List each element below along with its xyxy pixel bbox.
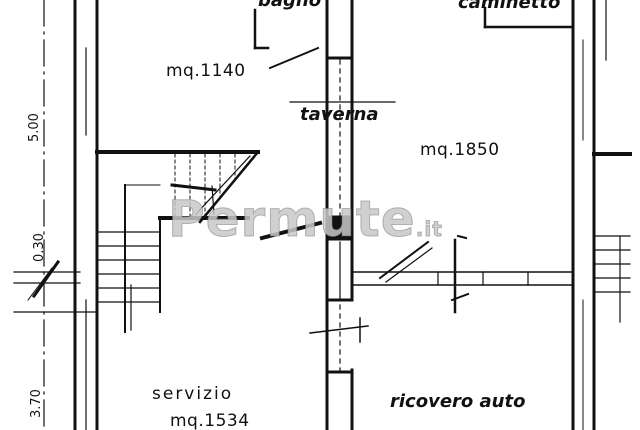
room-label-servizio: servizio bbox=[152, 384, 234, 404]
watermark-suffix: .it bbox=[415, 217, 443, 242]
watermark-text: Permute bbox=[168, 190, 416, 249]
dimension-label-middle: 0.30 bbox=[32, 233, 47, 262]
area-label-taverna-left: mq.1140 bbox=[166, 61, 246, 81]
area-label-servizio: mq.1534 bbox=[170, 411, 250, 430]
room-label-taverna: taverna bbox=[300, 104, 379, 125]
door-swing bbox=[259, 220, 323, 241]
room-label-bagno: bagno bbox=[258, 0, 322, 11]
central-pillar bbox=[326, 215, 353, 241]
watermark-logo: Permute.it bbox=[168, 190, 443, 249]
room-label-ricovero-auto: ricovero auto bbox=[390, 391, 526, 412]
dimension-label-lower: 3.70 bbox=[29, 389, 44, 418]
room-label-caminetto: caminetto bbox=[458, 0, 561, 13]
dimension-label-upper: 5.00 bbox=[27, 113, 42, 142]
area-label-taverna-right: mq.1850 bbox=[420, 140, 500, 160]
